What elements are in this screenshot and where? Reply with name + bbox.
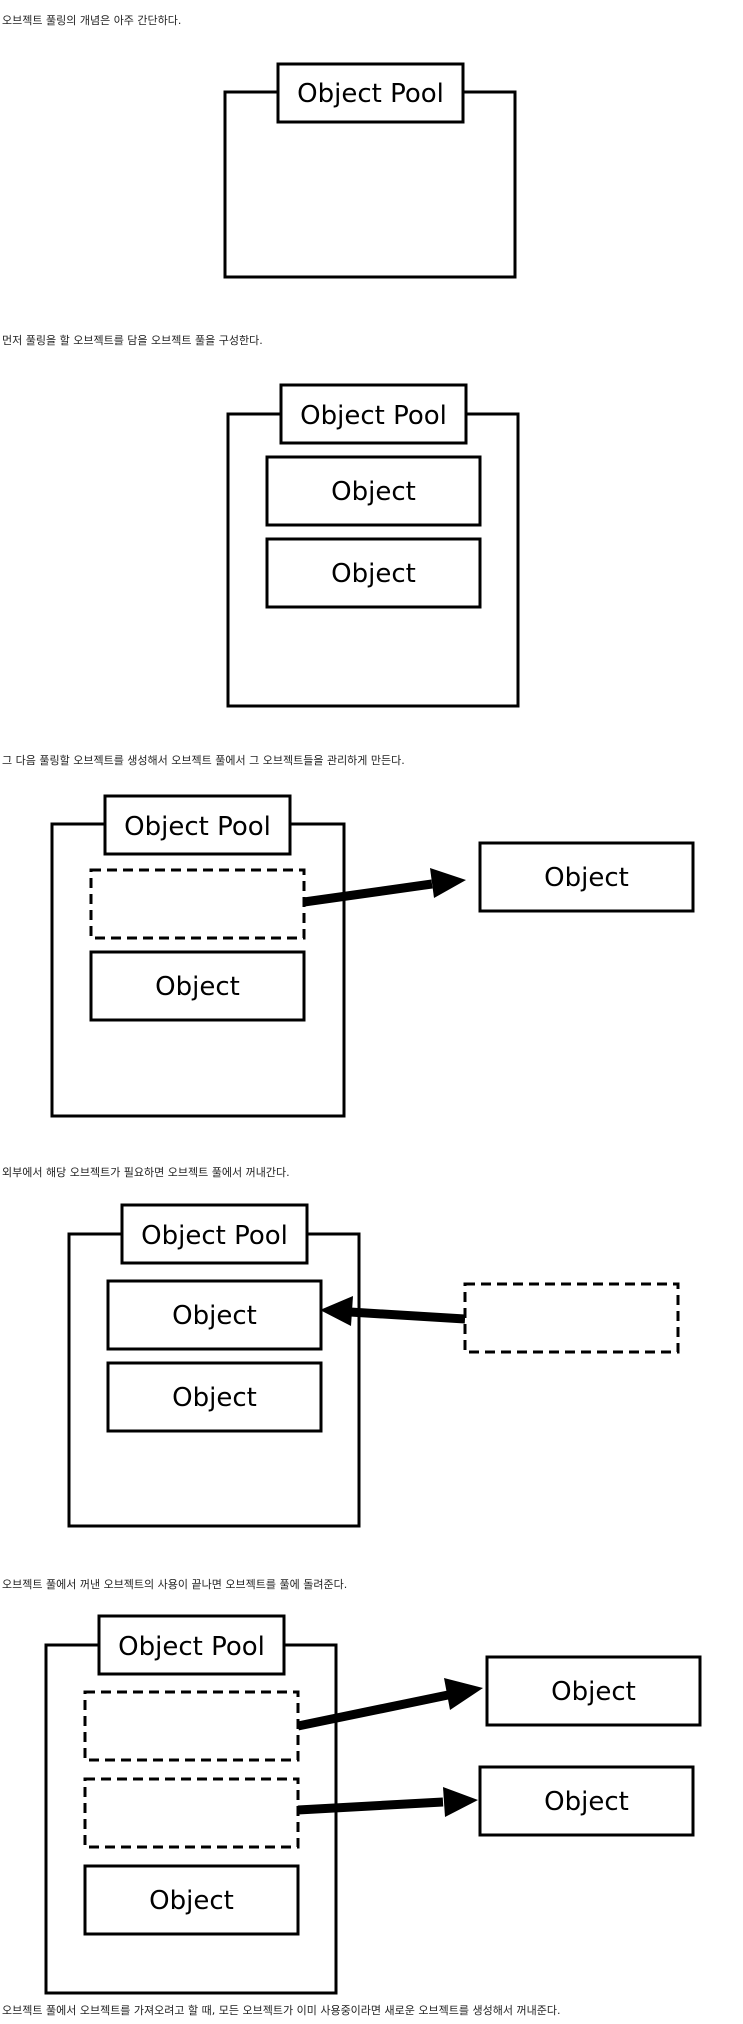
pooled-object-label: Object <box>172 1383 257 1413</box>
diagram-empty-pool-svg: Object Pool <box>223 62 517 279</box>
pool-title-box <box>120 1203 309 1265</box>
pooled-object <box>106 1361 323 1433</box>
diagram-object-taken-out-svg: Object Pool Object Object <box>50 794 695 1118</box>
arrow-out-1-shaft <box>297 1690 449 1731</box>
arrow-out-head <box>430 868 466 898</box>
pool-title-label: Object Pool <box>297 79 444 109</box>
pooled-object-label: Object <box>155 972 240 1002</box>
pool-title-label: Object Pool <box>118 1632 265 1662</box>
pooled-object <box>89 950 306 1022</box>
taken-object-1-label: Object <box>551 1677 636 1707</box>
pooled-object-2 <box>265 537 482 609</box>
arrow-return-shaft <box>349 1307 466 1324</box>
diagram-empty-pool: Object Pool <box>0 60 743 290</box>
pool-title-label: Object Pool <box>141 1221 288 1251</box>
caption-6: 오브젝트 풀에서 오브젝트를 가져오려고 할 때, 모든 오브젝트가 이미 사용… <box>2 2004 561 2017</box>
pool-title-box <box>279 383 468 445</box>
arrow-return-head <box>320 1296 353 1326</box>
empty-slot-1 <box>83 1690 300 1762</box>
diagram-pool-with-objects-svg: Object Pool Object Object <box>226 383 520 708</box>
pooled-object-1 <box>265 455 482 527</box>
taken-object <box>478 841 695 913</box>
pooled-object <box>83 1864 300 1936</box>
pool-title-label: Object Pool <box>124 812 271 842</box>
pool-title-box <box>103 794 292 856</box>
pooled-object-1-label: Object <box>331 477 416 507</box>
caption-5: 오브젝트 풀에서 꺼낸 오브젝트의 사용이 끝나면 오브젝트를 풀에 돌려준다. <box>2 1578 348 1591</box>
caption-3: 그 다음 풀링할 오브젝트를 생성해서 오브젝트 풀에서 그 오브젝트들을 관리… <box>2 754 405 767</box>
arrow-out-shaft <box>303 879 433 907</box>
pool-title-box <box>97 1614 286 1676</box>
pool-title-label: Object Pool <box>300 401 447 431</box>
returned-slot-outside <box>463 1282 680 1354</box>
pooled-object-2-label: Object <box>331 559 416 589</box>
caption-2: 먼저 풀링을 할 오브젝트를 담을 오브젝트 풀을 구성한다. <box>2 334 263 347</box>
returned-object <box>106 1279 323 1351</box>
arrow-out-1-head <box>444 1678 483 1710</box>
arrow-out-2-shaft <box>297 1797 444 1815</box>
diagram-new-object-created: Object Pool Object Object Object <box>0 1610 743 2010</box>
pool-title-box <box>276 62 465 124</box>
caption-1: 오브젝트 풀링의 개념은 아주 간단하다. <box>2 14 182 27</box>
empty-slot <box>89 868 306 940</box>
arrow-out-2-head <box>443 1787 478 1817</box>
taken-object-1 <box>485 1655 702 1727</box>
diagram-pool-with-objects: Object Pool Object Object <box>0 380 743 710</box>
pooled-object-label: Object <box>149 1886 234 1916</box>
diagram-object-returned: Object Pool Object Object <box>0 1200 743 1530</box>
taken-object-2-label: Object <box>544 1787 629 1817</box>
diagram-new-object-created-svg: Object Pool Object Object Object <box>44 1614 702 1995</box>
diagram-object-returned-svg: Object Pool Object Object <box>67 1203 680 1528</box>
taken-object-label: Object <box>544 863 629 893</box>
caption-4: 외부에서 해당 오브젝트가 필요하면 오브젝트 풀에서 꺼내간다. <box>2 1166 290 1179</box>
returned-object-label: Object <box>172 1301 257 1331</box>
empty-slot-2 <box>83 1777 300 1849</box>
taken-object-2 <box>478 1765 695 1837</box>
diagram-object-taken-out: Object Pool Object Object <box>0 790 743 1120</box>
